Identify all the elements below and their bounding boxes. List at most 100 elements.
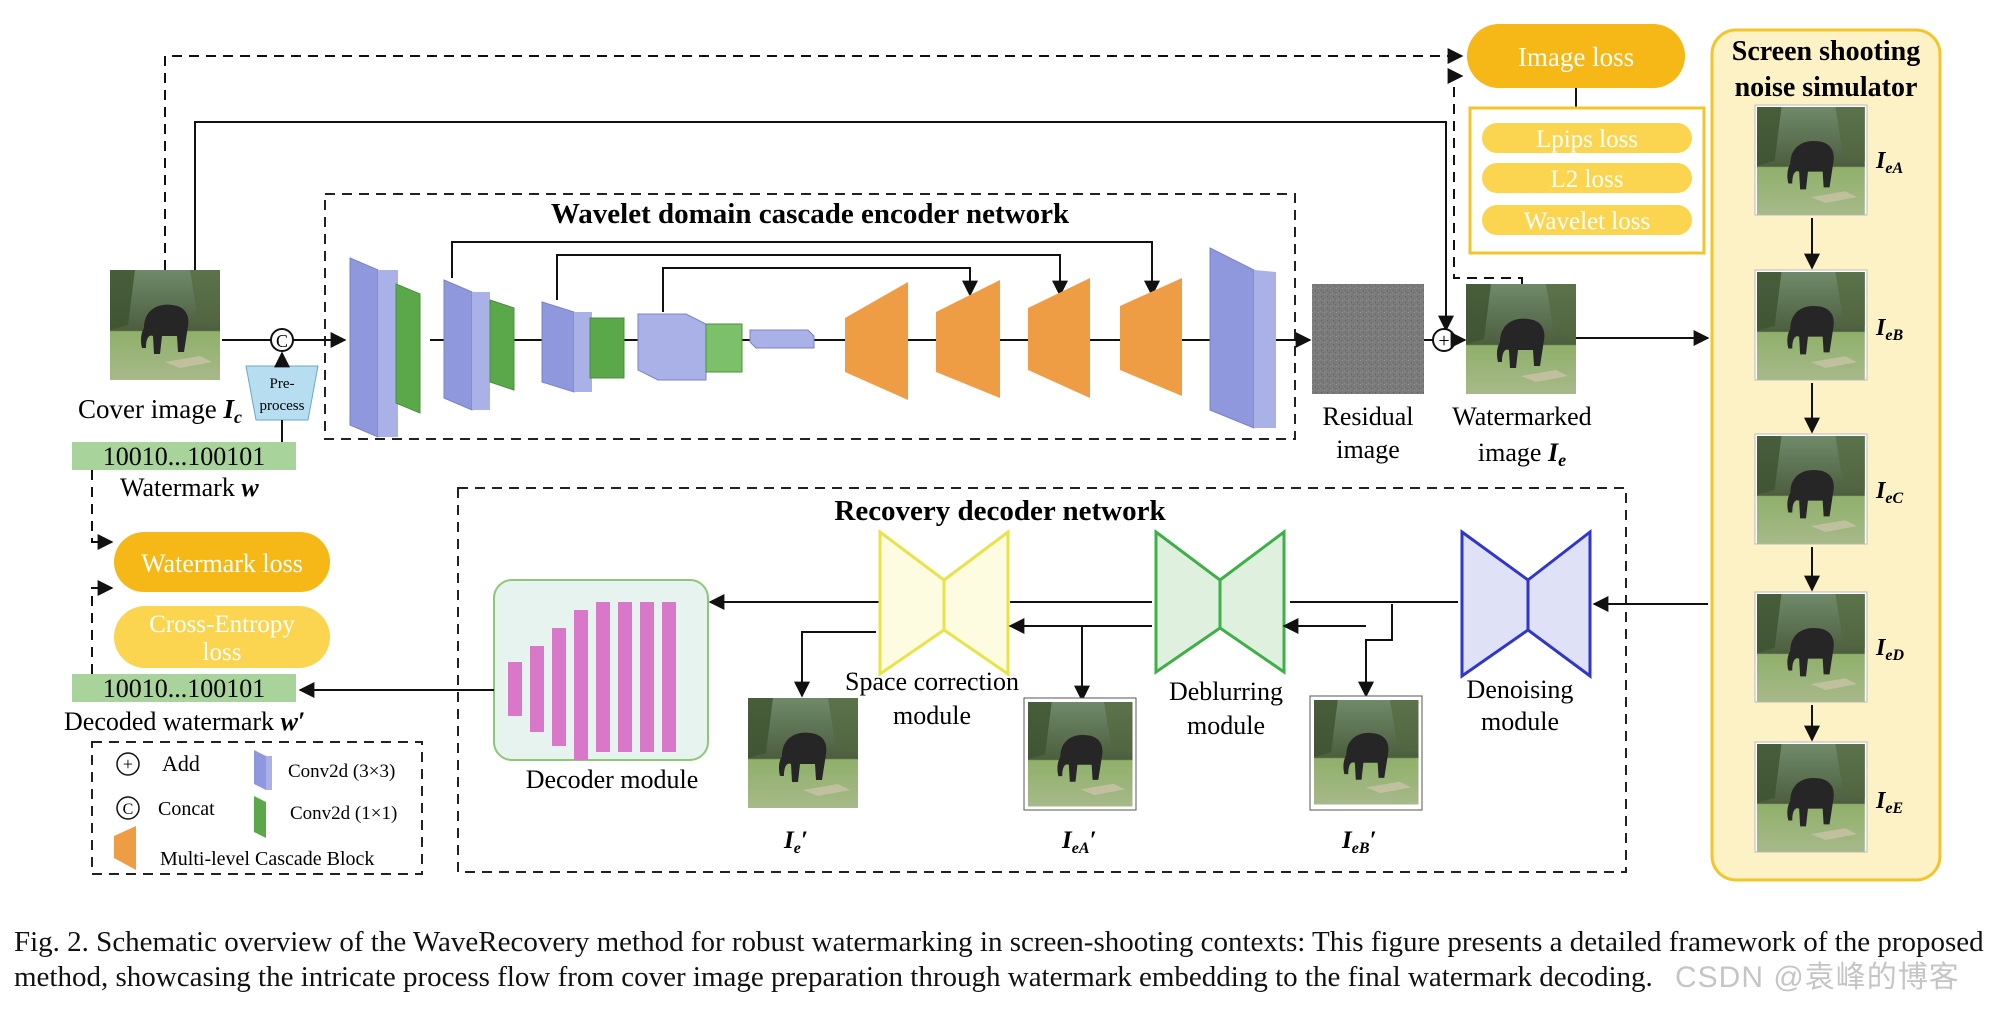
decoder-bar-7 [640, 602, 654, 752]
image-loss-title: Image loss [1518, 42, 1634, 72]
decoded-image-ie [748, 698, 858, 808]
decoder-title: Recovery decoder network [834, 495, 1166, 527]
sim-label-4: IeD [1875, 635, 1904, 664]
residual-label-2: image [1336, 435, 1400, 464]
lpips-loss-pill [1482, 123, 1692, 153]
legend-concat: Concat [158, 798, 215, 820]
conv3x3-block-3-side [574, 312, 592, 392]
csdn-watermark: CSDN @袁峰的博客 [1675, 961, 1960, 994]
deblurring-block-right [1218, 529, 1286, 675]
deblurring-label-2: module [1187, 711, 1265, 740]
watermark-loss-title: Watermark loss [141, 549, 303, 578]
denoising-block-right [1526, 528, 1592, 679]
lpips-loss-label: Lpips loss [1536, 126, 1638, 153]
decoder-bar-5 [596, 602, 610, 752]
space-correction-block [878, 529, 946, 677]
conv3x3-block-final [1209, 247, 1255, 429]
watermarked-image [1466, 284, 1576, 394]
watermarked-label-2: image Ie [1478, 438, 1566, 470]
image-loss-list [1468, 106, 1706, 255]
legend-conv3-side [266, 756, 272, 790]
bottleneck-block [749, 329, 815, 349]
decoder-bar-2 [530, 646, 544, 732]
figure-caption: Fig. 2. Schematic overview of the WaveRe… [14, 926, 1984, 993]
cascade-block-4 [1120, 278, 1182, 396]
concat-symbol [270, 328, 294, 352]
wavelet-loss-label: Wavelet loss [1524, 208, 1650, 235]
sim-image-4 [1754, 591, 1868, 703]
decoder-bar-8 [662, 602, 676, 752]
wavelet-loss-pill [1482, 205, 1692, 235]
cascade-block-2 [936, 280, 1000, 398]
legend-cascade-icon [114, 826, 136, 870]
legend-add-icon [116, 752, 140, 776]
legend-conv3: Conv2d (3×3) [288, 761, 395, 782]
legend-conv1-icon [254, 796, 266, 838]
decoded-image-ieb [1309, 695, 1423, 811]
watermarked-label-1: Watermarked [1452, 402, 1591, 431]
sim-label-1: IeA [1875, 148, 1903, 177]
legend-concat-icon [116, 796, 140, 820]
l2-loss-pill [1482, 163, 1692, 193]
decoded-bits-bar [72, 674, 296, 702]
decoded-label-ie: Ie′ [783, 827, 808, 857]
conv3x3-block-1 [349, 257, 379, 438]
preprocess-block [245, 365, 319, 421]
residual-label-1: Residual [1323, 402, 1414, 431]
cross-entropy-label-2: loss [203, 639, 242, 666]
watermark-label: Watermark w [120, 473, 259, 502]
conv1x1-block-4 [705, 323, 743, 373]
residual-image [1312, 284, 1424, 394]
sim-image-3 [1754, 433, 1868, 545]
sim-label-2: IeB [1875, 315, 1903, 344]
legend-conv3-icon [254, 750, 266, 790]
legend-add-sign: + [123, 754, 133, 774]
cascade-block-3 [1028, 278, 1090, 398]
denoising-label-1: Denoising [1467, 675, 1574, 704]
simulator-title-2: noise simulator [1735, 72, 1918, 103]
deblurring-block [1154, 529, 1222, 675]
decoded-image-iea [1023, 697, 1137, 811]
space-correction-block-right [942, 529, 1010, 677]
watermark-loss-pill [114, 532, 330, 592]
image-loss-pill [1467, 24, 1685, 88]
preprocess-label-2: process [260, 398, 305, 414]
cascade-block-1 [845, 282, 908, 400]
sim-image-2 [1754, 269, 1868, 381]
space-correction-label-2: module [893, 701, 971, 730]
legend-box [91, 741, 423, 875]
concat-letter: C [276, 331, 288, 351]
decoder-dashed-box [457, 487, 1627, 873]
decoder-bar-4 [574, 610, 588, 760]
legend-concat-letter: C [123, 801, 134, 818]
decoded-label-iea: IeA′ [1061, 827, 1097, 857]
sim-image-1 [1754, 104, 1868, 216]
decoder-module-label: Decoder module [526, 765, 699, 794]
cover-image-label: Cover image Ic [78, 394, 242, 427]
denoising-block [1460, 529, 1530, 679]
conv3x3-block-3 [541, 301, 575, 393]
space-correction-label-1: Space correction [845, 667, 1019, 696]
cross-entropy-label-1: Cross-Entropy [149, 611, 295, 638]
simulator-title-1: Screen shooting [1732, 36, 1921, 67]
legend-conv1: Conv2d (1×1) [290, 803, 397, 824]
decoder-bar-6 [618, 602, 632, 752]
legend-add: Add [162, 751, 200, 776]
sim-label-3: IeC [1875, 478, 1903, 507]
conv1x1-block-3 [589, 317, 625, 379]
conv3x3-block-1-side [378, 270, 398, 437]
sim-label-5: IeE [1875, 788, 1903, 817]
encoder-dashed-box [324, 193, 1296, 440]
decoder-bar-3 [552, 628, 566, 746]
watermark-bits-bar [72, 442, 296, 470]
conv3x3-block-final-side [1254, 270, 1276, 428]
cover-image [110, 270, 220, 380]
deblurring-label-1: Deblurring [1169, 677, 1283, 706]
decoded-watermark-label: Decoded watermark w′ [64, 707, 305, 736]
denoising-label-2: module [1481, 707, 1559, 736]
encoder-section: Wavelet domain cascade encoder network [222, 193, 1312, 440]
decoded-bits: 10010...100101 [103, 674, 266, 703]
sim-image-5 [1754, 741, 1868, 853]
conv1x1-block-2 [489, 299, 515, 391]
